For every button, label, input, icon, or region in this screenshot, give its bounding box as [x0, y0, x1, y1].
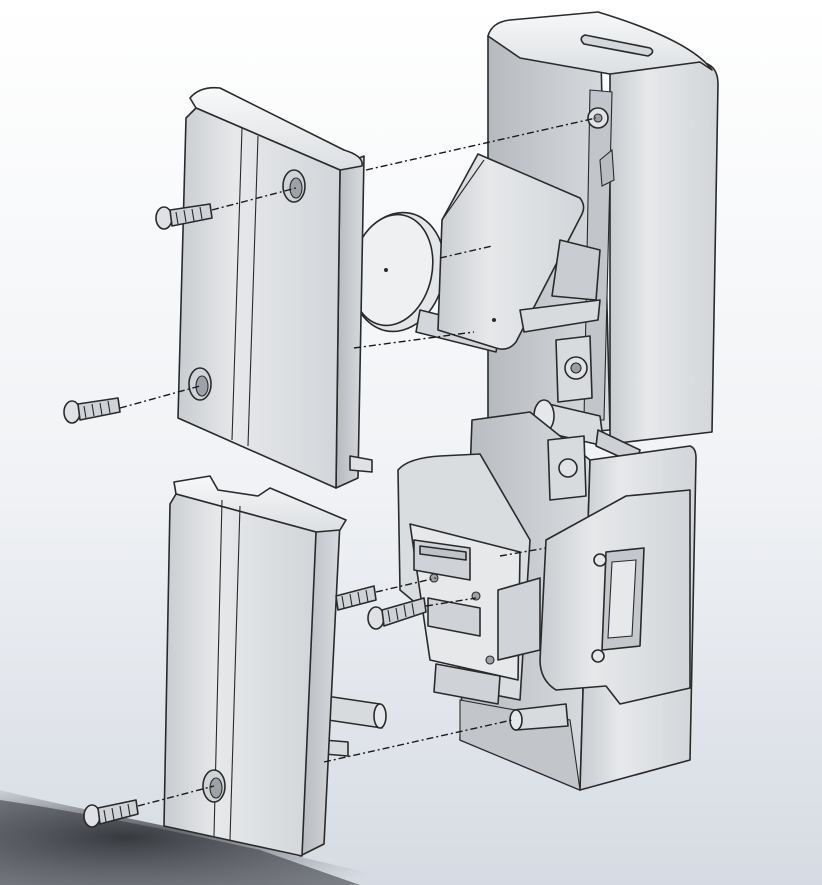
mounting-bracket: [539, 489, 691, 705]
assembly-axes: [119, 117, 597, 807]
screw: [83, 799, 139, 828]
circuit-board: [397, 453, 541, 705]
connector-bottom: [433, 663, 501, 705]
hinge-plate: [437, 153, 601, 350]
screw: [335, 585, 377, 611]
side-header: [497, 577, 541, 661]
upper-housing: [487, 11, 719, 445]
screw: [367, 597, 427, 630]
lower-front-cover: [163, 475, 347, 857]
connector-middle: [427, 597, 481, 637]
screw: [63, 397, 121, 424]
screw: [155, 203, 213, 230]
bracket-disc: [350, 211, 501, 353]
